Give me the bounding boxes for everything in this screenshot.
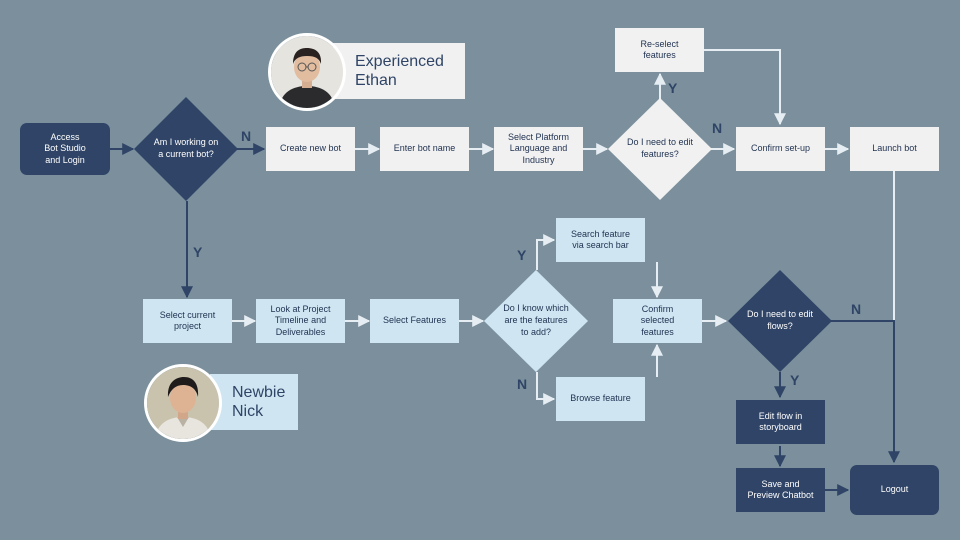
person-photo-icon	[147, 367, 219, 439]
decision-know-features-label: Do I know which are the features to add?	[503, 303, 569, 337]
diamond-shape	[728, 270, 832, 372]
diamond-shape	[608, 98, 712, 200]
persona-card-newbie: Newbie Nick	[210, 374, 298, 430]
branch-label-y: Y	[668, 80, 678, 96]
node-reselect-features: Re-select features	[615, 28, 704, 72]
decision-know-features: Do I know which are the features to add?	[484, 270, 588, 372]
connector-q-flows-to-logout	[831, 320, 900, 464]
branch-label-y: Y	[517, 247, 527, 263]
decision-edit-features-label: Do I need to edit features?	[626, 137, 694, 159]
person-photo-icon	[271, 36, 343, 108]
connector-reselect-to-confirm	[704, 49, 786, 126]
node-launch-bot: Launch bot	[850, 127, 939, 171]
branch-label-y: Y	[193, 244, 203, 260]
branch-label-n: N	[241, 128, 252, 144]
node-save-preview-chatbot: Save and Preview Chatbot	[736, 468, 825, 512]
persona-card-experienced: Experienced Ethan	[333, 43, 465, 99]
diamond-shape	[484, 270, 588, 372]
branch-label-n: N	[517, 376, 528, 392]
branch-label-y: Y	[790, 372, 800, 388]
decision-current-bot-label: Am I working on a current bot?	[153, 137, 219, 159]
node-select-features: Select Features	[370, 299, 459, 343]
node-search-feature: Search feature via search bar	[556, 218, 645, 262]
decision-edit-flows: Do I need to edit flows?	[728, 270, 832, 372]
connector-q-know-to-search	[536, 234, 556, 270]
node-browse-feature: Browse feature	[556, 377, 645, 421]
decision-current-bot: Am I working on a current bot?	[134, 97, 238, 201]
node-confirm-selected-features: Confirm selected features	[613, 299, 702, 343]
node-select-current-project: Select current project	[143, 299, 232, 343]
decision-edit-features: Do I need to edit features?	[608, 98, 712, 200]
node-edit-flow-storyboard: Edit flow in storyboard	[736, 400, 825, 444]
node-access-bot-studio: Access Bot Studio and Login	[20, 123, 110, 175]
avatar-experienced-ethan	[268, 33, 346, 111]
node-select-platform: Select Platform Language and Industry	[494, 127, 583, 171]
node-enter-bot-name: Enter bot name	[380, 127, 469, 171]
diamond-shape	[134, 97, 238, 201]
node-confirm-setup: Confirm set-up	[736, 127, 825, 171]
branch-label-n: N	[851, 301, 862, 317]
connector-q-know-to-browse	[536, 372, 556, 405]
node-create-new-bot: Create new bot	[266, 127, 355, 171]
avatar-newbie-nick	[144, 364, 222, 442]
decision-edit-flows-label: Do I need to edit flows?	[746, 309, 814, 331]
branch-label-n: N	[712, 120, 723, 136]
node-look-project-timeline: Look at Project Timeline and Deliverable…	[256, 299, 345, 343]
node-logout: Logout	[850, 465, 939, 515]
